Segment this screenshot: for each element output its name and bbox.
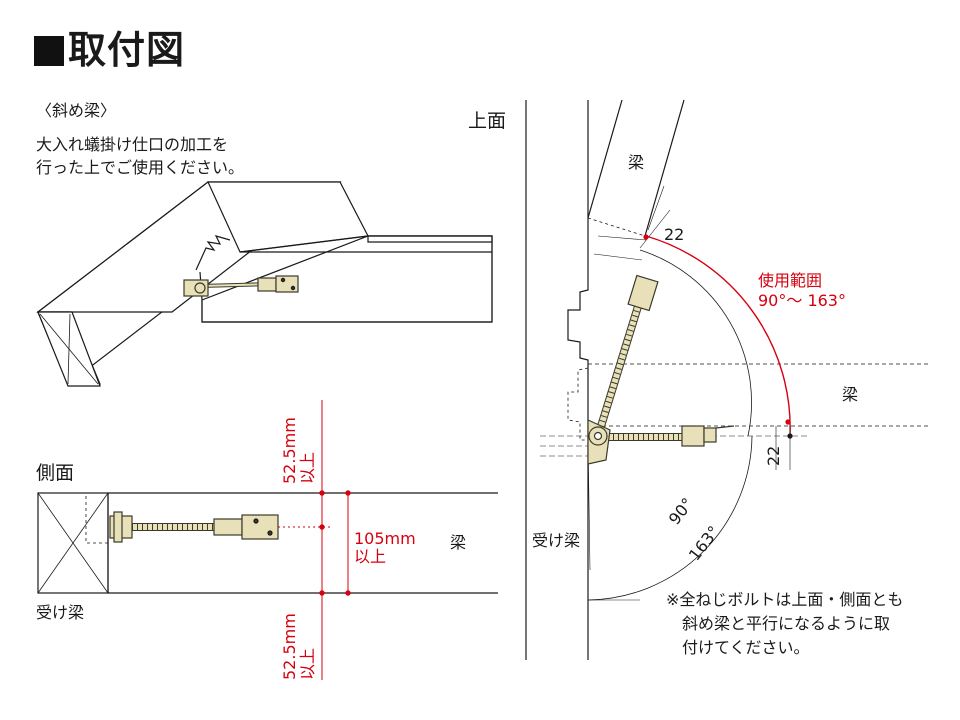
title-square-icon (34, 36, 64, 66)
iso-receiving-beam (36, 181, 369, 387)
side-dimension-22: 22 (764, 445, 783, 466)
side-receiving-beam-label: 受け梁 (36, 603, 85, 622)
top-offset-value: 52.5mm (280, 417, 299, 484)
diagonal-instruction-line2: 行った上でご使用ください。 (36, 158, 245, 177)
top-diagonal-beam-right (644, 99, 685, 237)
bottom-offset-dimension: 52.5mm (280, 613, 299, 680)
height-dimension-value: 105mm (354, 529, 416, 548)
top-hardware (587, 274, 735, 465)
note-line3: 付けてください。 (682, 638, 810, 657)
top-dimension-22: 22 (664, 225, 685, 244)
top-receiving-beam-edge (567, 100, 589, 660)
diagonal-instruction-line1: 大入れ蟻掛け仕口の加工を (36, 135, 229, 154)
bottom-offset-value: 52.5mm (280, 613, 299, 680)
top-receiving-beam-label: 受け梁 (532, 531, 581, 550)
side-dimensions (278, 400, 356, 680)
bottom-offset-suffix: 以上 (298, 647, 317, 680)
height-dimension-suffix: 以上 (354, 547, 387, 566)
arc-90 (639, 249, 752, 437)
arc-163 (587, 435, 753, 601)
iso-attached-beam (195, 235, 493, 323)
arc-range-red (645, 235, 791, 437)
side-beam-label: 梁 (450, 533, 467, 552)
top-offset-dimension: 52.5mm (280, 417, 299, 484)
top-beam-upper-label: 梁 (628, 153, 645, 172)
page-title-text: 取付図 (68, 28, 186, 72)
top-offset-suffix: 以上 (298, 451, 317, 484)
top-view-drawing (525, 99, 928, 660)
iso-diagonal-beam-view (36, 181, 493, 387)
side-view-heading: 側面 (36, 462, 75, 484)
diagonal-heading: 〈斜め梁〉 (36, 101, 117, 120)
installation-note: ※全ねじボルトは上面・側面とも 斜め梁と平行になるように取 付けてください。 (666, 588, 903, 660)
page-title: 取付図 (34, 28, 185, 72)
note-line2: 斜め梁と平行になるように取 (682, 614, 891, 633)
side-view-drawing (37, 400, 498, 680)
top-beam-lower-label: 梁 (842, 385, 859, 404)
side-hardware (109, 511, 279, 543)
top-diagonal-beam-left (587, 99, 623, 219)
usage-range-label: 使用範囲 (758, 271, 823, 290)
usage-range-value: 90°～ 163° (758, 291, 846, 310)
note-line1: ※全ねじボルトは上面・側面とも (666, 590, 904, 609)
top-view-heading: 上面 (468, 110, 507, 132)
iso-hardware (183, 275, 299, 297)
